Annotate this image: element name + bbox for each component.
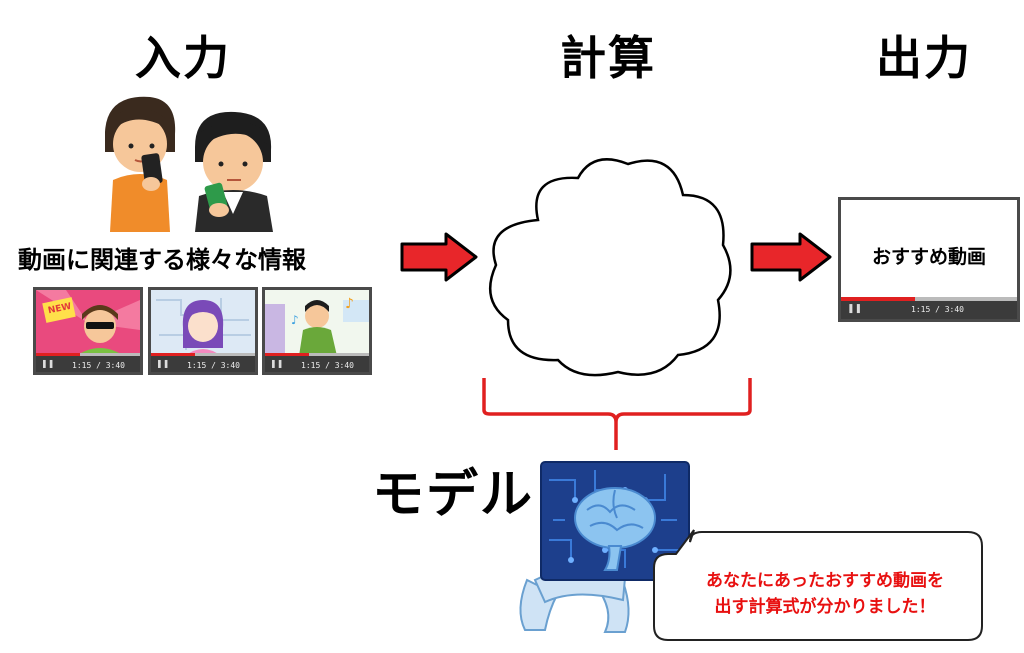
arrow-input-to-compute <box>400 232 478 282</box>
youtuber-illustration <box>36 290 140 356</box>
video-time: 1:15 / 3:40 <box>911 305 964 314</box>
recommended-video-label: おすすめ動画 <box>871 246 986 268</box>
video-thumbnail-new: NEW ❚❚ 1:15 / 3:40 <box>33 287 143 375</box>
svg-text:♪: ♪ <box>345 296 354 312</box>
progress-bar <box>36 353 140 356</box>
ai-brain-model-illustration <box>519 461 690 633</box>
video-time: 1:15 / 3:40 <box>72 361 125 370</box>
pause-icon: ❚❚ <box>270 359 284 368</box>
bubble-line-2: 出す計算式が分かりました！ <box>714 597 936 617</box>
video-time: 1:15 / 3:40 <box>187 361 240 370</box>
pause-icon: ❚❚ <box>41 359 55 368</box>
computation-cloud <box>488 158 732 377</box>
player-controls: ❚❚ 1:15 / 3:40 <box>36 356 140 372</box>
music-listener-illustration: ♪ ♪ <box>265 290 369 356</box>
pause-icon: ❚❚ <box>847 304 863 314</box>
pause-icon: ❚❚ <box>156 359 170 368</box>
model-label: モデル <box>372 465 535 525</box>
heading-input: 入力 <box>135 31 231 85</box>
video-time: 1:15 / 3:40 <box>301 361 354 370</box>
heading-output: 出力 <box>876 31 972 85</box>
recommended-video-card: おすすめ動画 ❚❚ 1:15 / 3:40 <box>838 197 1020 322</box>
video-thumbnail-vtuber: ❚❚ 1:15 / 3:40 <box>148 287 258 375</box>
player-controls: ❚❚ 1:15 / 3:40 <box>265 356 369 372</box>
people-with-phones-illustration <box>105 96 273 232</box>
progress-bar <box>151 353 255 356</box>
progress-bar <box>265 353 369 356</box>
player-controls: ❚❚ 1:15 / 3:40 <box>841 301 1017 319</box>
progress-bar <box>841 297 1017 301</box>
arrow-compute-to-output <box>750 232 832 282</box>
vtuber-illustration <box>151 290 255 356</box>
input-label: 動画に関連する様々な情報 <box>18 246 306 274</box>
player-controls: ❚❚ 1:15 / 3:40 <box>151 356 255 372</box>
video-thumbnail-music: ♪ ♪ ❚❚ 1:15 / 3:40 <box>262 287 372 375</box>
heading-compute: 計算 <box>560 31 656 85</box>
svg-text:♪: ♪ <box>291 313 299 327</box>
bubble-line-1: あなたにあったおすすめ動画を <box>706 571 944 591</box>
model-bracket <box>482 378 752 450</box>
speech-bubble <box>653 529 983 641</box>
